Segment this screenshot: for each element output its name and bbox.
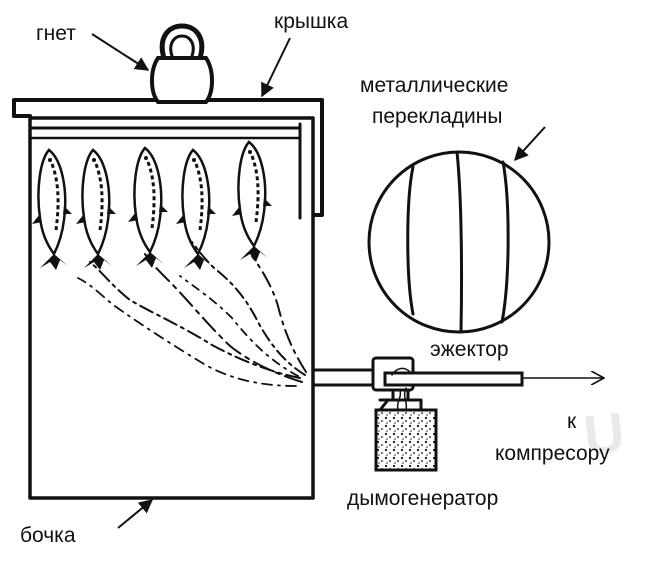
crossbars-diagram <box>367 150 551 334</box>
fish-5 <box>232 140 272 262</box>
crossbars-label-line1: металлические <box>360 74 508 97</box>
weight-label: гнет <box>36 22 76 45</box>
fish-3 <box>128 146 168 268</box>
ejector-label: эжектор <box>430 338 509 361</box>
fish-4 <box>176 148 216 270</box>
weight-kettlebell <box>150 23 214 104</box>
compressor-label-line1: к <box>567 410 577 433</box>
smoke-generator-label: дымогенератор <box>347 487 498 510</box>
barrel-label: бочка <box>20 524 76 547</box>
lid-label: крышка <box>274 10 348 33</box>
smoke-generator <box>374 387 438 472</box>
ejector <box>371 356 524 392</box>
fish-1 <box>32 148 72 270</box>
crossbars-label-line2: перекладины <box>372 105 502 128</box>
smoke-pipe <box>311 368 375 387</box>
fish-2 <box>76 148 116 270</box>
svg-text:U: U <box>581 400 628 467</box>
lid <box>12 98 324 217</box>
smoke-streams <box>77 241 307 387</box>
fish-group <box>32 140 272 270</box>
watermark-logo: U <box>581 400 628 467</box>
compressor-label-line2: компресору <box>495 442 610 465</box>
barrel <box>28 116 315 500</box>
hanging-rail <box>28 122 302 220</box>
pointer-arrows <box>91 33 546 529</box>
